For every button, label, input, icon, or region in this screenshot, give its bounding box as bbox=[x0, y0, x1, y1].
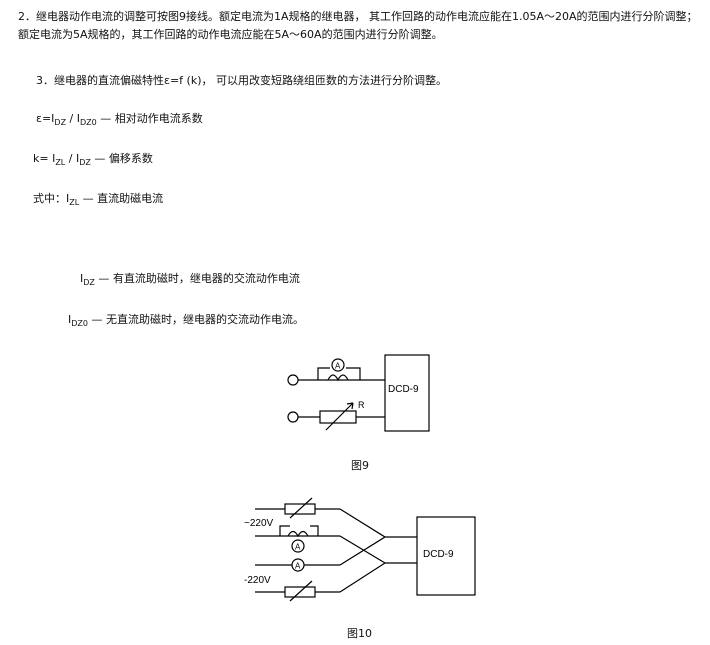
dcd9-device-box bbox=[384, 354, 430, 432]
fig10-ammeter-icon-2 bbox=[291, 558, 305, 572]
figure-10-diagram: A A ~220V -220V DCD-9 bbox=[244, 497, 476, 602]
paragraph-2: 2．继电器动作电流的调整可按图9接线。额定电流为1A规格的继电器， 其工作回路的… bbox=[18, 10, 698, 41]
fig10-dcd9-device-box bbox=[416, 516, 476, 596]
figure-10-caption: 图10 bbox=[347, 627, 372, 640]
fig10-ammeter-label-1: A bbox=[295, 543, 301, 552]
formula-epsilon: ε=IDZ / IDZ0 — 相对动作电流系数 bbox=[36, 112, 203, 127]
figure-9-diagram: A R DCD-9 bbox=[287, 354, 430, 432]
dc-voltage-label: -220V bbox=[244, 575, 271, 586]
figure-9-caption: 图9 bbox=[351, 459, 369, 472]
dcd9-label: DCD-9 bbox=[388, 384, 419, 395]
variable-resistor bbox=[319, 410, 357, 424]
fig10-ammeter-label-2: A bbox=[295, 562, 301, 571]
formula-note: 式中：IZL — 直流助磁电流 bbox=[33, 192, 164, 207]
fig10-ammeter-icon-1 bbox=[291, 539, 305, 553]
formula-k: k= IZL / IDZ — 偏移系数 bbox=[33, 152, 153, 167]
terminal-bottom bbox=[287, 411, 299, 423]
definition-idz: IDZ — 有直流助磁时，继电器的交流动作电流 bbox=[80, 272, 300, 287]
ammeter-label: A bbox=[335, 362, 341, 371]
ac-voltage-label: ~220V bbox=[244, 518, 274, 529]
paragraph-3: 3．继电器的直流偏磁特性ε=f (k)， 可以用改变短路绕组匝数的方法进行分阶调… bbox=[36, 74, 447, 87]
resistor-label: R bbox=[358, 400, 365, 410]
terminal-top bbox=[287, 374, 299, 386]
ammeter-icon bbox=[331, 358, 345, 372]
fig10-dcd9-label: DCD-9 bbox=[423, 549, 454, 560]
definition-idz0: IDZ0 — 无直流助磁时，继电器的交流动作电流。 bbox=[68, 313, 304, 328]
